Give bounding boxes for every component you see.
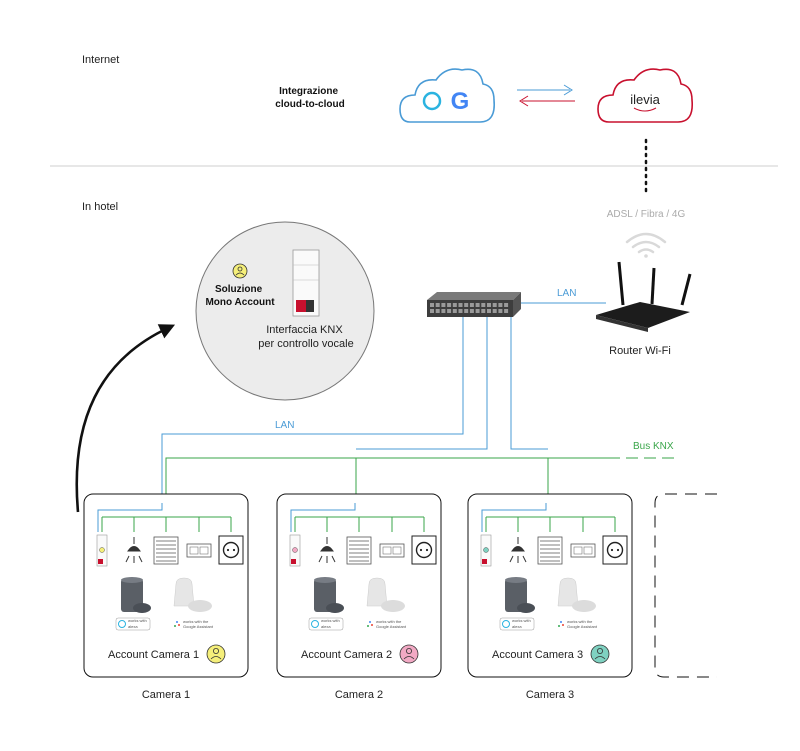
- knx-interface-icon: [96, 534, 108, 567]
- zone-label-internet: Internet: [82, 54, 119, 66]
- knx-interface-icon: [289, 534, 301, 567]
- room-box: [467, 493, 633, 678]
- echo-speaker-icon: [314, 577, 344, 613]
- cloud-integration-label: Integrazione cloud-to-cloud: [275, 86, 344, 110]
- curved-arrow: [75, 324, 176, 513]
- account-user-icon: [399, 644, 419, 664]
- socket-icon: [411, 535, 437, 565]
- light-icon: [125, 537, 143, 563]
- account-user-icon: [590, 644, 610, 664]
- camera-label: Camera 3: [526, 689, 574, 701]
- camera-label: Camera 2: [335, 689, 383, 701]
- google-badge-line2: Google Assistant: [567, 624, 598, 629]
- room-device-bus: [294, 516, 425, 532]
- room-lan-drop: [481, 503, 547, 532]
- room-lan-drop: [290, 503, 356, 532]
- socket-icon: [218, 535, 244, 565]
- room-device-bus: [485, 516, 616, 532]
- room-lan-drop: [97, 503, 163, 532]
- zone-label-hotel: In hotel: [82, 201, 118, 213]
- blinds-icon: [346, 536, 372, 565]
- alexa-icon: [422, 91, 442, 111]
- google-badge-line1: works with the: [567, 619, 593, 624]
- ilevia-cloud: ilevia: [597, 68, 694, 123]
- account-label: Account Camera 3: [492, 649, 583, 661]
- thermostat-icon: [570, 543, 596, 558]
- network-switch-icon: [427, 292, 521, 317]
- room-box: [276, 493, 442, 678]
- alexa-badge-line1: works with: [512, 618, 531, 623]
- account-user-icon: [206, 644, 226, 664]
- user-icon: [232, 263, 248, 279]
- camera-label: Camera 1: [142, 689, 190, 701]
- knx-interface-icon: [480, 534, 492, 567]
- knx-interface-module-icon: [292, 249, 320, 317]
- alexa-badge-line2: alexa: [321, 624, 331, 629]
- alexa-badge-line2: alexa: [512, 624, 522, 629]
- voice-assistants-cloud: G: [399, 68, 496, 123]
- router-icon: [596, 261, 692, 332]
- light-icon: [509, 537, 527, 563]
- sync-arrows: [517, 84, 575, 107]
- mono-account-title: Soluzione Mono Account: [205, 284, 275, 308]
- room-box-partial: [654, 493, 717, 678]
- lan-network-lines: [161, 317, 548, 503]
- thermostat-icon: [379, 543, 405, 558]
- google-icon: G: [451, 88, 470, 115]
- google-home-speaker-icon: [557, 577, 596, 612]
- router-label: Router Wi-Fi: [609, 345, 671, 357]
- thermostat-icon: [186, 543, 212, 558]
- room-box: [83, 493, 249, 678]
- google-badge-line2: Google Assistant: [376, 624, 407, 629]
- alexa-badge-line1: works with: [321, 618, 340, 623]
- google-home-speaker-icon: [173, 577, 212, 612]
- lan-label-bottom: LAN: [275, 420, 294, 431]
- account-label: Account Camera 2: [301, 649, 392, 661]
- blinds-icon: [537, 536, 563, 565]
- alexa-badge-line2: alexa: [128, 624, 138, 629]
- echo-speaker-icon: [121, 577, 151, 613]
- google-home-speaker-icon: [366, 577, 405, 612]
- alexa-badge-line1: works with: [128, 618, 147, 623]
- wifi-icon: [625, 232, 667, 258]
- light-icon: [318, 537, 336, 563]
- connection-label: ADSL / Fibra / 4G: [607, 209, 686, 220]
- knx-interface-label: Interfaccia KNX per controllo vocale: [258, 324, 353, 350]
- room-device-bus: [101, 516, 232, 532]
- google-badge-line2: Google Assistant: [183, 624, 214, 629]
- echo-speaker-icon: [505, 577, 535, 613]
- bus-knx-label: Bus KNX: [633, 441, 674, 452]
- mono-account-circle: Soluzione Mono Account Interfaccia KNX p…: [195, 221, 375, 401]
- svg-text:G: G: [451, 88, 470, 115]
- lan-label-top: LAN: [557, 288, 576, 299]
- blinds-icon: [153, 536, 179, 565]
- socket-icon: [602, 535, 628, 565]
- ilevia-logo: ilevia: [630, 92, 660, 107]
- google-badge-line1: works with the: [376, 619, 402, 624]
- google-badge-line1: works with the: [183, 619, 209, 624]
- account-label: Account Camera 1: [108, 649, 199, 661]
